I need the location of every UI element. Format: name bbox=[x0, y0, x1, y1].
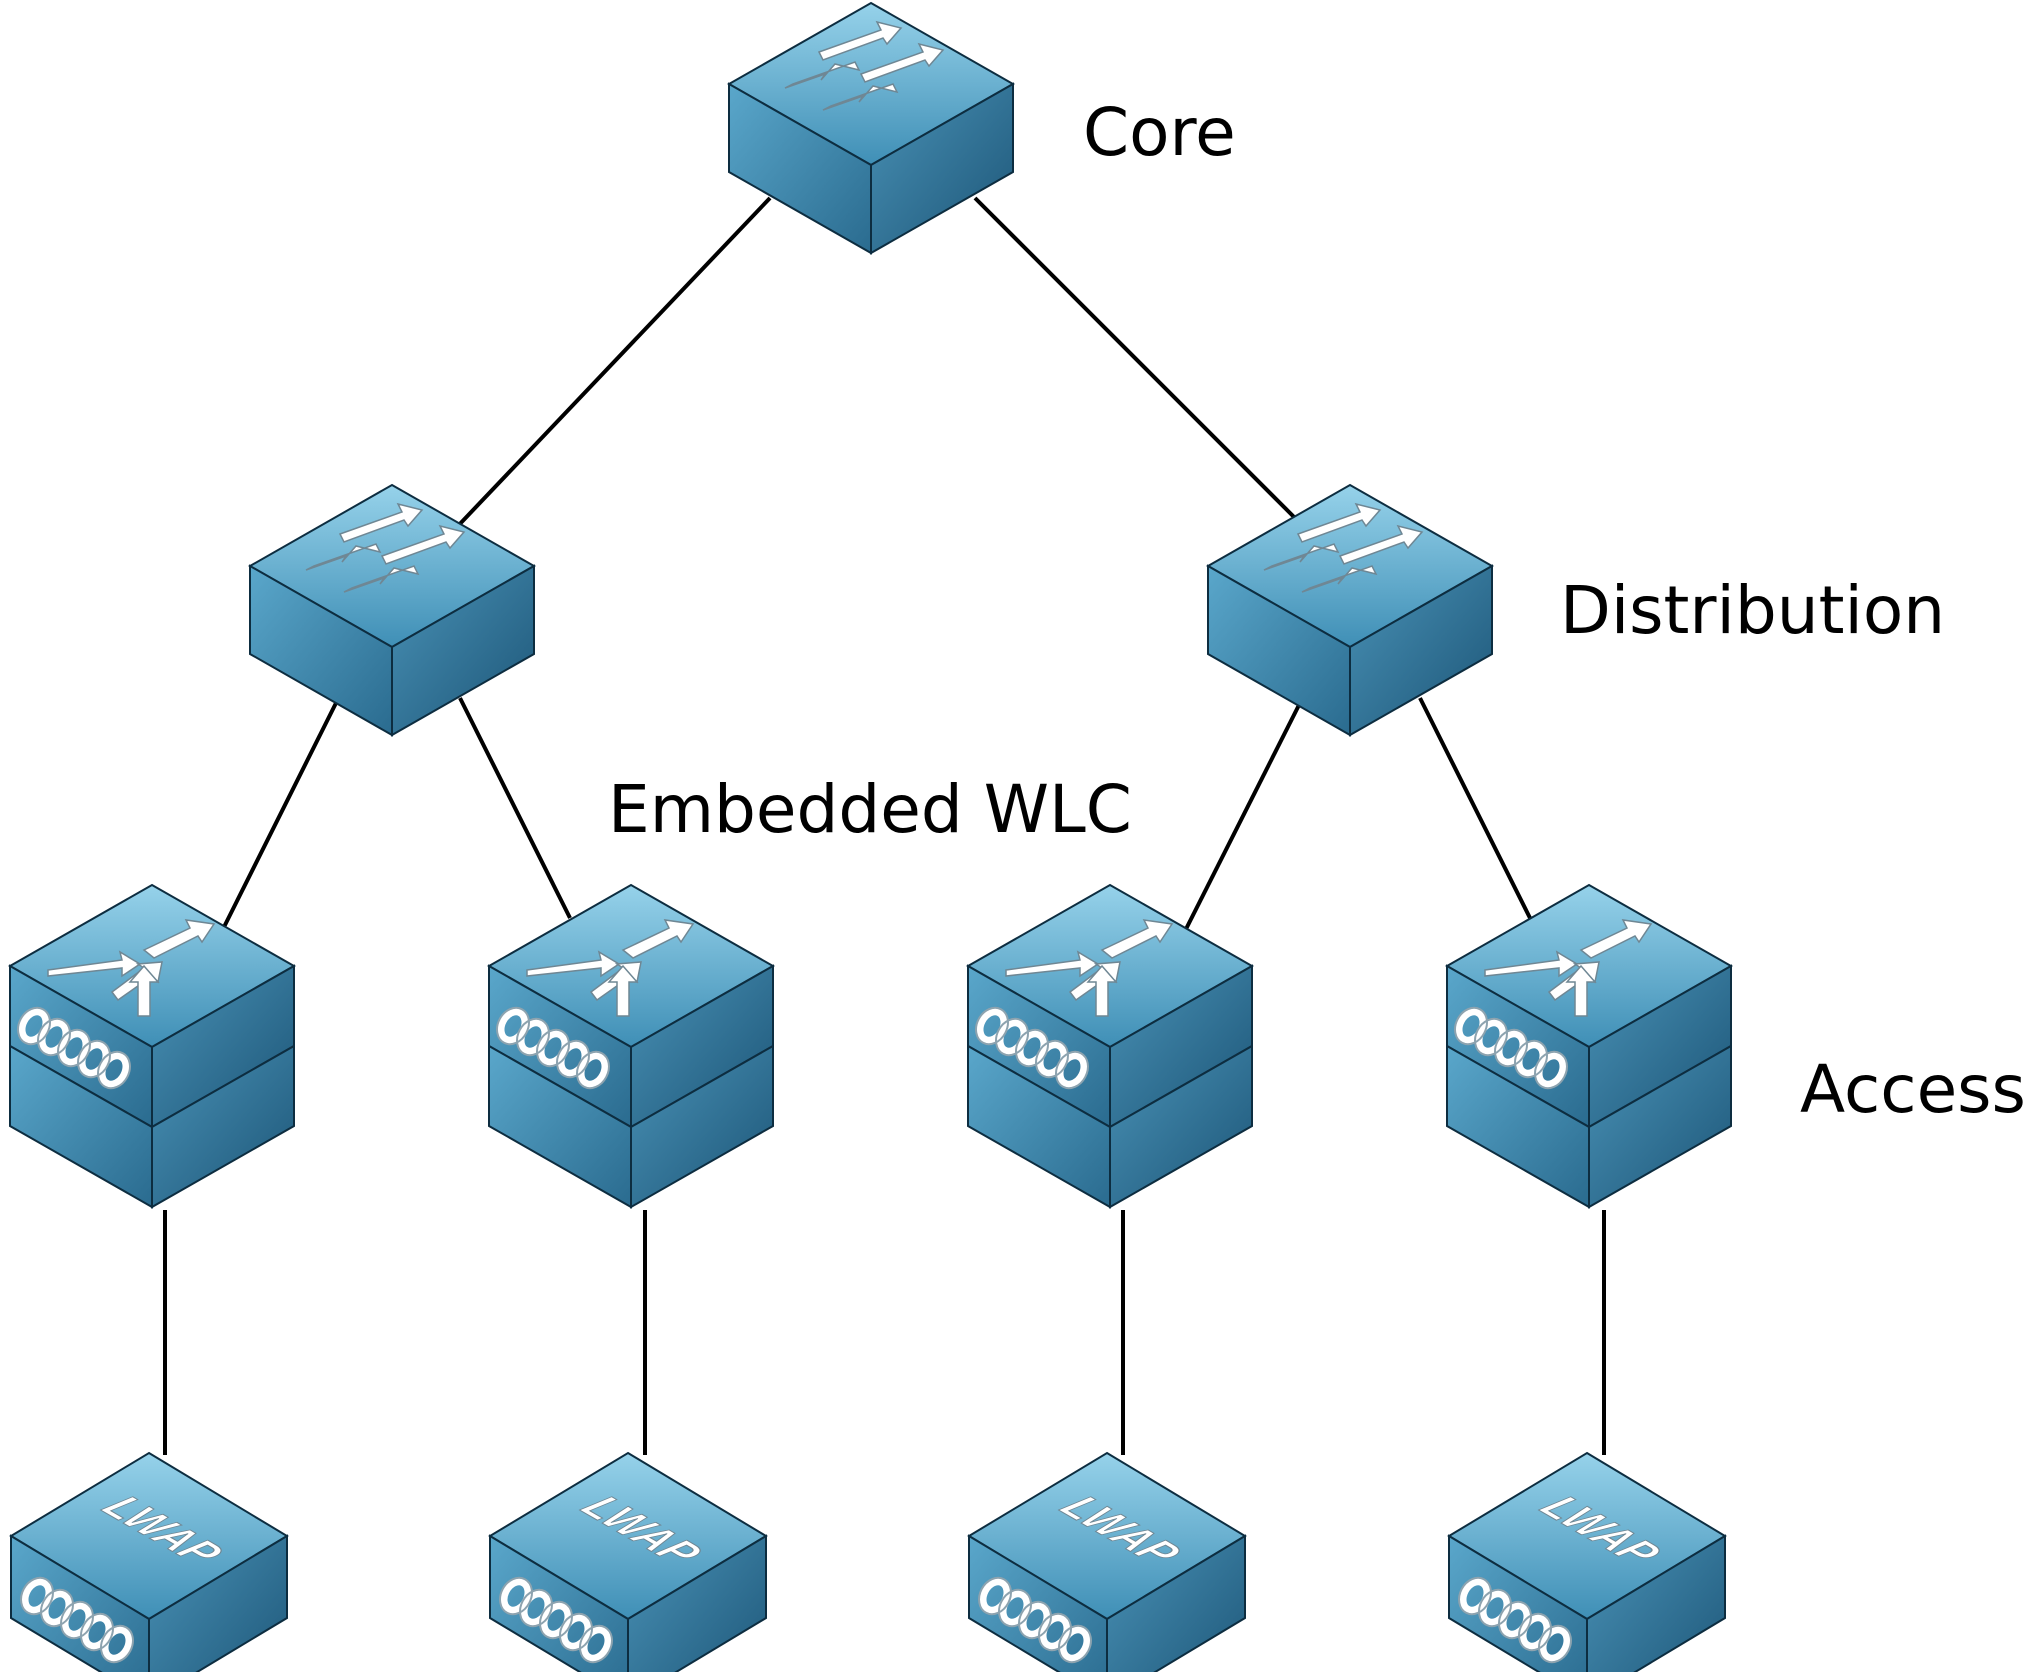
lwap-4: LWAP bbox=[1449, 1453, 1725, 1672]
links bbox=[163, 196, 1606, 1455]
lwap-icon bbox=[969, 1453, 1245, 1672]
lwap-2: LWAP bbox=[490, 1453, 766, 1672]
link-dist-left-access-2 bbox=[458, 697, 572, 919]
distribution-switch-left-icon bbox=[249, 484, 535, 736]
access-switch-1-icon bbox=[10, 885, 294, 1207]
access-switch-2-icon bbox=[489, 885, 773, 1207]
link-core-dist-right bbox=[973, 196, 1297, 520]
core-label: Core bbox=[1083, 94, 1236, 171]
access-label: Access bbox=[1800, 1051, 2026, 1128]
core-switch-icon bbox=[728, 2, 1014, 254]
lwap-icon bbox=[11, 1453, 287, 1672]
lwap-1: LWAP bbox=[11, 1453, 287, 1672]
distribution-switch-right-icon bbox=[1207, 484, 1493, 736]
link-dist-right-access-3 bbox=[1181, 702, 1302, 936]
link-dist-left-access-1 bbox=[218, 702, 338, 936]
access-switch-3-icon bbox=[968, 885, 1252, 1207]
lwap-3: LWAP bbox=[969, 1453, 1245, 1672]
lwap-icon bbox=[490, 1453, 766, 1672]
embedded-wlc-label: Embedded WLC bbox=[608, 771, 1132, 848]
link-dist-right-access-4 bbox=[1418, 697, 1532, 919]
lwap-icon bbox=[1449, 1453, 1725, 1672]
link-core-dist-left bbox=[454, 196, 772, 530]
access-switch-4-icon bbox=[1447, 885, 1731, 1207]
distribution-label: Distribution bbox=[1560, 572, 1945, 649]
